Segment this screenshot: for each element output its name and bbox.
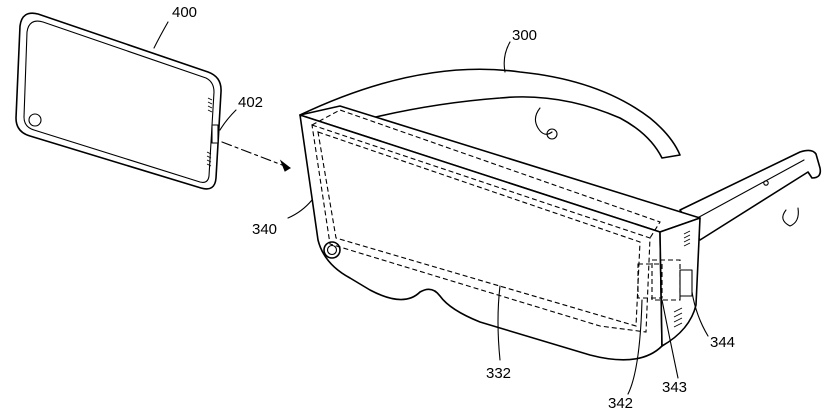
speaker-grille-icon — [206, 97, 213, 167]
phone-connector-port — [211, 124, 219, 144]
label-402: 402 — [238, 94, 263, 111]
part-344-connector — [679, 269, 693, 297]
near-earhook — [782, 207, 799, 227]
leader-340 — [287, 199, 313, 219]
insertion-arrow — [221, 141, 291, 172]
leader-lines — [153, 21, 709, 395]
label-344: 344 — [710, 334, 735, 351]
label-340: 340 — [252, 221, 277, 238]
leader-400 — [153, 21, 169, 49]
headset-button-icon — [323, 241, 341, 259]
label-343: 343 — [662, 379, 687, 396]
leader-343 — [661, 299, 679, 379]
far-earhook — [534, 107, 553, 135]
leader-332 — [497, 285, 501, 361]
label-300: 300 — [512, 27, 537, 44]
leader-300 — [503, 41, 511, 73]
leader-342 — [627, 299, 643, 395]
leader-344 — [691, 291, 709, 337]
label-342: 342 — [608, 395, 633, 412]
smartphone-device — [15, 12, 222, 190]
headset-device — [299, 68, 822, 361]
part-342-box — [637, 263, 663, 299]
leader-402 — [219, 109, 237, 131]
home-button-icon — [28, 113, 42, 127]
display-window-outline — [311, 124, 651, 333]
label-332: 332 — [486, 365, 511, 382]
label-400: 400 — [172, 4, 197, 21]
side-grille-icon — [673, 230, 691, 328]
